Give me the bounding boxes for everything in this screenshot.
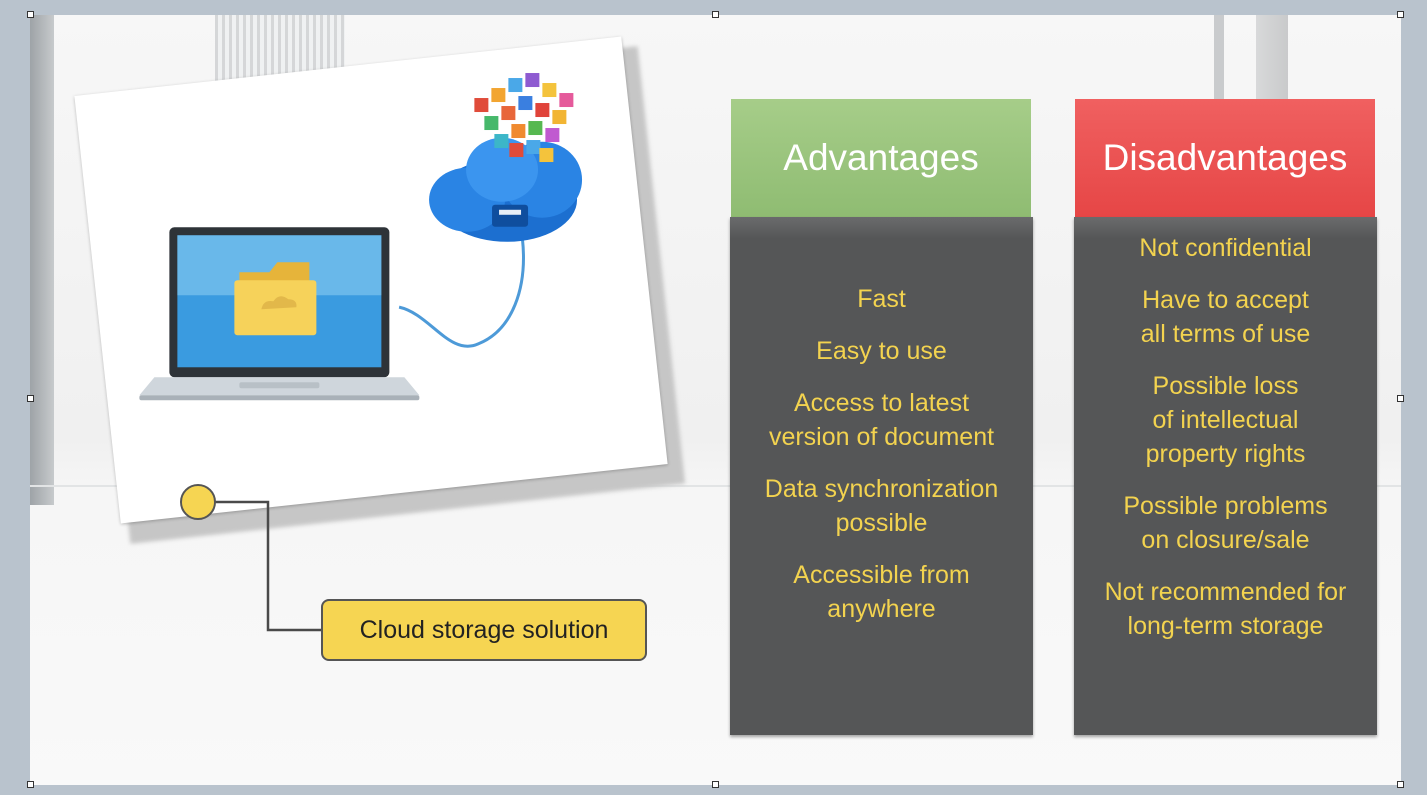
list-item: Access to latest version of document [768,389,995,451]
app-icons-cluster [474,73,574,163]
resize-handle[interactable] [1397,395,1404,402]
advantages-list[interactable]: Fast Easy to use Access to latest versio… [730,217,1033,735]
background-floor [30,485,1401,487]
resize-handle[interactable] [27,781,34,788]
list-item: Possible problems on closure/sale [1123,492,1328,554]
callout-dot [180,484,216,520]
resize-handle[interactable] [712,781,719,788]
resize-handle[interactable] [1397,11,1404,18]
resize-handle[interactable] [1397,781,1404,788]
list-item: Have to accept all terms of use [1140,286,1311,348]
background-pillar [30,15,54,505]
disadvantages-list[interactable]: Not confidential Have to accept all term… [1074,217,1377,735]
resize-handle[interactable] [712,11,719,18]
disadvantages-title: Disadvantages [1102,137,1348,178]
cloud-storage-picture[interactable] [74,36,668,524]
cable-icon [398,198,525,348]
laptop-icon [139,227,420,401]
advantages-title: Advantages [783,137,979,178]
cloud-icon [429,137,583,242]
callout-text: Cloud storage solution [359,615,609,644]
disadvantages-header[interactable]: Disadvantages [1075,99,1375,217]
list-item: Fast [857,285,906,313]
list-item: Possible loss of intellectual property r… [1145,372,1306,468]
resize-handle[interactable] [27,395,34,402]
list-item: Not recommended for long-term storage [1104,578,1347,640]
list-item: Easy to use [816,337,947,365]
list-item: Accessible from anywhere [793,561,970,623]
folder-icon [234,262,317,336]
resize-handle[interactable] [27,11,34,18]
cloud-illustration [139,73,583,401]
list-item: Data synchronization possible [764,475,999,537]
list-item: Not confidential [1139,234,1312,262]
body-gloss [730,217,1033,239]
body-gloss [1074,217,1377,239]
callout-label[interactable]: Cloud storage solution [321,599,647,661]
advantages-header[interactable]: Advantages [731,99,1031,217]
